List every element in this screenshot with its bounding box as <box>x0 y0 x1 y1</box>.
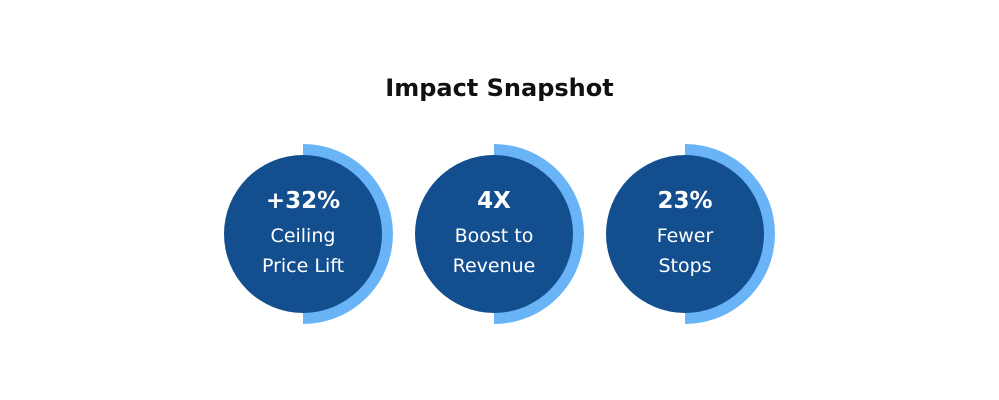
stat-circle-boost-to-revenue: 4X Boost to Revenue <box>404 144 584 324</box>
stat-label-line-2: Price Lift <box>261 255 345 277</box>
stat-label-line-2: Stops <box>658 255 712 277</box>
page-title: Impact Snapshot <box>385 74 614 102</box>
stat-label-line-1: Fewer <box>656 225 714 247</box>
stat-content: 23% Fewer Stops <box>606 155 764 313</box>
stat-label-line-1: Boost to <box>454 225 534 247</box>
stat-content: +32% Ceiling Price Lift <box>224 155 382 313</box>
stat-disc <box>415 155 573 313</box>
stat-label-line-1: Ceiling <box>270 225 336 247</box>
stat-value: 4X <box>477 188 511 214</box>
stat-disc <box>224 155 382 313</box>
stat-circle-fewer-stops: 23% Fewer Stops <box>595 144 775 324</box>
stat-circle-ceiling-price-lift: +32% Ceiling Price Lift <box>213 144 393 324</box>
stat-value: +32% <box>265 188 341 214</box>
stat-disc <box>606 155 764 313</box>
stat-value: 23% <box>657 188 713 214</box>
stat-label-line-2: Revenue <box>452 255 536 277</box>
stat-content: 4X Boost to Revenue <box>415 155 573 313</box>
